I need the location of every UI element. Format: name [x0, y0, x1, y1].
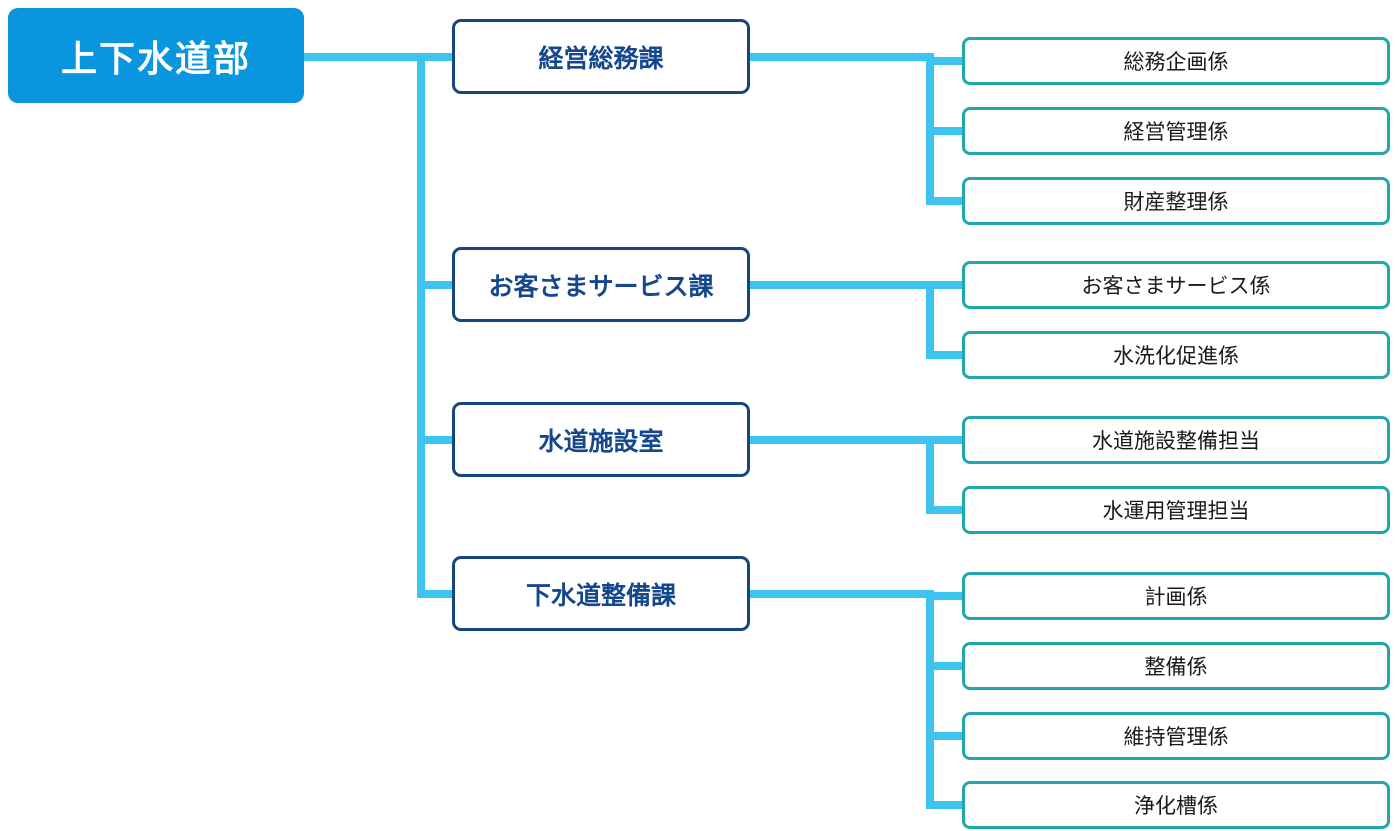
root-department-box: 上下水道部	[8, 8, 304, 103]
section-label: お客さまサービス係	[1081, 274, 1271, 298]
dept-box-sewerage-development: 下水道整備課	[452, 556, 750, 631]
dept-label: 水道施設室	[538, 426, 664, 456]
section-label: 総務企画係	[1123, 50, 1229, 74]
section-box: 整備係	[962, 642, 1390, 690]
section-label: 浄化槽係	[1134, 794, 1218, 818]
section-box: 浄化槽係	[962, 781, 1390, 829]
section-box: 維持管理係	[962, 712, 1390, 760]
dept-label: 下水道整備課	[525, 580, 676, 610]
section-label: 水道施設整備担当	[1092, 429, 1260, 453]
section-box: 計画係	[962, 572, 1390, 620]
section-label: 計画係	[1144, 585, 1208, 609]
section-label: 経営管理係	[1123, 120, 1229, 144]
section-label: 財産整理係	[1123, 190, 1229, 214]
section-box: 水運用管理担当	[962, 486, 1390, 534]
section-box: 水洗化促進係	[962, 331, 1390, 379]
section-label: 整備係	[1144, 655, 1208, 679]
section-box: 財産整理係	[962, 177, 1390, 225]
dept-label: 経営総務課	[538, 43, 664, 73]
section-label: 維持管理係	[1123, 725, 1229, 749]
dept-box-customer-service: お客さまサービス課	[452, 247, 750, 322]
dept-box-management-general-affairs: 経営総務課	[452, 19, 750, 94]
dept-box-water-facilities: 水道施設室	[452, 402, 750, 477]
section-box: お客さまサービス係	[962, 261, 1390, 309]
root-department-label: 上下水道部	[60, 38, 251, 80]
section-label: 水洗化促進係	[1113, 344, 1239, 368]
section-box: 水道施設整備担当	[962, 416, 1390, 464]
section-label: 水運用管理担当	[1102, 499, 1250, 523]
dept-label: お客さまサービス課	[488, 271, 714, 301]
section-box: 経営管理係	[962, 107, 1390, 155]
section-box: 総務企画係	[962, 37, 1390, 85]
